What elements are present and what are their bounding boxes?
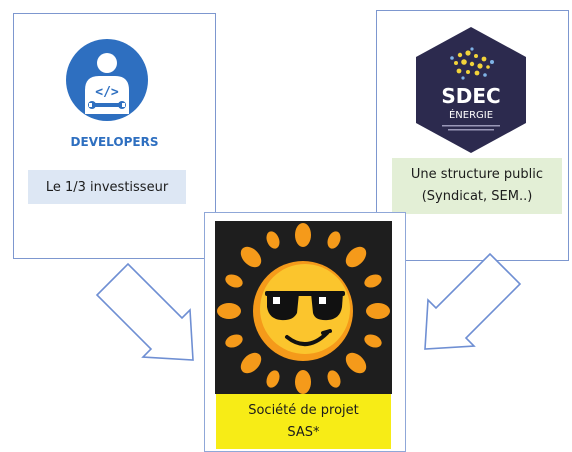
right-to-center-arrow <box>424 252 522 350</box>
third-party-investor-box: Le 1/3 investisseur <box>28 170 186 204</box>
public-structure-panel: SDEC ÉNERGIE Une structure public (Syndi… <box>376 10 569 261</box>
public-structure-line1: Une structure public <box>410 167 544 182</box>
developers-caption: DEVELOPERS <box>70 135 159 149</box>
third-party-investor-label: Le 1/3 investisseur <box>45 179 169 195</box>
project-company-line1: Société de projet <box>248 402 359 418</box>
sdec-logo-title: SDEC <box>441 84 500 108</box>
project-company-box: Société de projet SAS* <box>216 394 391 449</box>
sun-image <box>215 221 392 394</box>
sdec-energie-logo: SDEC ÉNERGIE <box>416 27 526 153</box>
developer-icon: </> <box>66 39 148 121</box>
sdec-logo-subtitle: ÉNERGIE <box>449 108 493 121</box>
project-company-line2: SAS* <box>287 424 320 440</box>
project-company-panel: Société de projet SAS* <box>204 212 406 452</box>
svg-text:</>: </> <box>95 85 119 100</box>
public-structure-line2: (Syndicat, SEM..) <box>421 189 533 204</box>
public-structure-box: Une structure public (Syndicat, SEM..) <box>392 158 562 214</box>
sun-sunglasses-icon <box>217 223 390 394</box>
developers-panel: </> DEVELOPERS Le 1/3 investisseur <box>13 13 216 259</box>
left-to-center-arrow <box>95 262 194 361</box>
